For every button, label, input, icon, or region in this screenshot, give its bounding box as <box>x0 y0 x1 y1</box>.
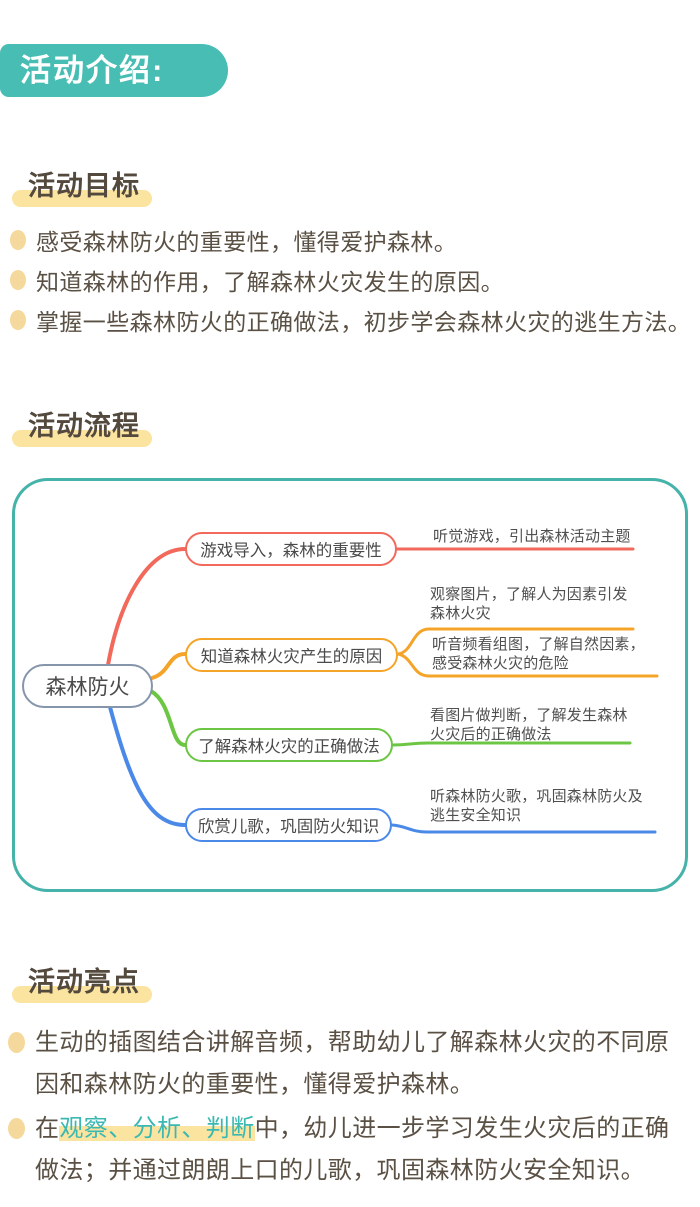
accent-keywords: 观察、分析、判断 <box>59 1115 255 1142</box>
goal-bullet-text: 感受森林防火的重要性，懂得爱护森林。 <box>36 229 458 255</box>
bullet-dot-icon <box>8 1032 25 1053</box>
goals-title-text: 活动目标 <box>28 171 140 201</box>
mindmap-branch-node-3: 了解森林火灾的正确做法 <box>185 728 393 762</box>
highlight-bullet-text: 在观察、分析、判断中，幼儿进一步学习发生火灾后的正确 做法；并通过朗朗上口的儿歌… <box>35 1108 669 1192</box>
bullet-dot-icon <box>10 310 26 330</box>
mindmap-branch-node-2: 知道森林火灾产生的原因 <box>185 638 398 672</box>
mindmap-connectors <box>106 547 659 834</box>
bullet-dot-icon <box>10 270 26 290</box>
goals-bullet-list: 感受森林防火的重要性，懂得爱护森林。 知道森林的作用，了解森林火灾发生的原因。 … <box>10 220 698 340</box>
title-highlight-bar <box>12 430 152 447</box>
title-highlight-bar <box>12 986 152 1003</box>
highlights-title-text: 活动亮点 <box>28 967 140 997</box>
list-item: 知道森林的作用，了解森林火灾发生的原因。 <box>10 260 698 300</box>
mindmap-branch-node-1: 游戏导入，森林的重要性 <box>185 532 397 566</box>
bullet-text-pre: 在 <box>35 1115 60 1142</box>
mindmap-branch-node-4: 欣赏儿歌，巩固防火知识 <box>185 808 392 842</box>
list-item: 感受森林防火的重要性，懂得爱护森林。 <box>10 220 698 260</box>
list-item: 在观察、分析、判断中，幼儿进一步学习发生火灾后的正确 做法；并通过朗朗上口的儿歌… <box>8 1108 698 1192</box>
goal-bullet-text: 掌握一些森林防火的正确做法，初步学会森林火灾的逃生方法。 <box>36 309 692 335</box>
list-item: 生动的插图结合讲解音频，帮助幼儿了解森林火灾的不同原 因和森林防火的重要性，懂得… <box>8 1022 698 1106</box>
bullet-dot-icon <box>10 230 26 250</box>
list-item: 掌握一些森林防火的正确做法，初步学会森林火灾的逃生方法。 <box>10 300 698 340</box>
header-badge: 活动介绍: <box>0 44 228 97</box>
highlights-section-title: 活动亮点 <box>12 960 152 1003</box>
goal-bullet-text: 知道森林的作用，了解森林火灾发生的原因。 <box>36 269 504 295</box>
mindmap-leaf-text: 观察图片，了解人为因素引发 森林火灾 <box>430 586 628 622</box>
mindmap-root-node: 森林防火 <box>22 664 153 708</box>
highlight-bullet-text: 生动的插图结合讲解音频，帮助幼儿了解森林火灾的不同原 因和森林防火的重要性，懂得… <box>35 1029 670 1098</box>
flow-section-title: 活动流程 <box>12 404 152 447</box>
mindmap-leaf-text: 听音频看组图，了解自然因素， 感受森林火灾的危险 <box>432 636 645 672</box>
title-highlight-bar <box>12 190 152 207</box>
mindmap-panel: 森林防火 游戏导入，森林的重要性 知道森林火灾产生的原因 了解森林火灾的正确做法… <box>12 478 688 892</box>
goals-section-title: 活动目标 <box>12 164 152 207</box>
mindmap-leaf-text: 听觉游戏，引出森林活动主题 <box>433 528 631 545</box>
mindmap-leaf-text: 听森林防火歌，巩固森林防火及 逃生安全知识 <box>430 788 643 824</box>
mindmap-leaf-text: 看图片做判断，了解发生森林 火灾后的正确做法 <box>430 707 628 743</box>
bullet-text-post: 中，幼儿进一步学习发生火灾后的正确 做法；并通过朗朗上口的儿歌，巩固森林防火安全… <box>35 1115 670 1184</box>
highlights-bullet-list: 生动的插图结合讲解音频，帮助幼儿了解森林火灾的不同原 因和森林防火的重要性，懂得… <box>8 1022 698 1194</box>
bullet-dot-icon <box>8 1118 25 1139</box>
flow-title-text: 活动流程 <box>28 411 140 441</box>
